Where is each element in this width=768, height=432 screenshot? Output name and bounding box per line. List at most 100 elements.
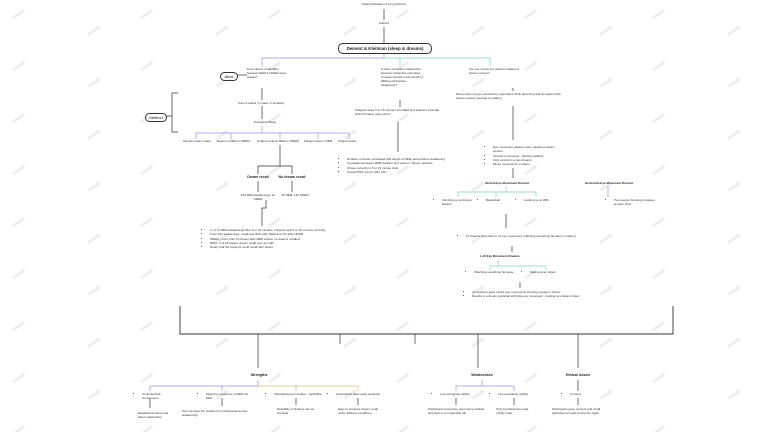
watermark-mark [395,320,410,332]
watermark-mark [471,181,485,192]
connector-line [262,132,350,139]
list-item: Climbing up and down ladders [442,198,482,207]
strength-4: Quantitative data easily analysed [332,392,388,396]
connector-line [280,165,293,174]
connector-line [455,380,483,391]
watermark-mark [87,25,101,36]
strength-1: Controlled lab environment [138,392,176,401]
list-item: Objective measures of REM via EEG [206,392,252,401]
connector-line [506,191,537,197]
list-item: 10 dreams were little or no eye movement… [466,234,606,238]
author-caption: Authors [378,21,390,25]
watermark-mark [11,372,26,384]
watermark-mark [267,268,282,280]
strengths-node[interactable]: Strengths [250,373,268,377]
watermark-mark [215,25,229,36]
aim-2-text: Is there a positive relationship between… [381,67,423,88]
connector-line [482,385,515,391]
watermark-mark [523,424,538,432]
watermark-mark [651,164,666,176]
strength-2: Objective measures of REM via EEG [202,392,252,401]
list-item: Two people throwing tomatoes at each oth… [614,198,658,207]
condition-4: Subject woke in REM [303,139,333,143]
watermark-mark [651,268,666,280]
watermark-mark [523,60,538,72]
horizontal-item-1: Two people throwing tomatoes at each oth… [610,198,658,207]
watermark-mark [523,216,538,228]
connector-line [384,57,401,66]
watermark-mark [471,389,485,400]
strength-3: Standardised procedure - replicable [270,392,328,396]
watermark-mark [139,268,154,280]
list-item: Looking up at cliffs [524,198,560,202]
watermark-mark [523,8,538,20]
watermark-mark [267,112,282,124]
aims-node[interactable]: Aims [220,72,238,81]
watermark-mark [343,389,357,400]
left-right-note: 10 dreams were little or no eye movement… [462,234,606,238]
watermark-mark [523,320,538,332]
watermark-mark [343,25,357,36]
weakness-1: Low ecological validity [436,392,484,396]
watermark-mark [599,77,613,88]
list-item: Low population validity [498,392,542,396]
weakness-2: Low population validity [494,392,542,396]
result-item: Vertical movements - climbing ladders [493,154,563,158]
connector-line [195,126,263,139]
watermark-mark [215,285,229,296]
left-results: 21 sessions gave mixed eye movements sho… [468,290,622,299]
result-item: Overall 83% correct (88 / 111) [347,170,475,174]
no-dream-recall-count: 39 REM, 149 NREM [281,193,309,197]
watermark-mark [11,216,26,228]
dream-recall-label: Dream recall [247,175,269,179]
method-procedure: Procedure/Study [253,120,277,124]
results-aim-3: Eye movement patterns were related to dr… [489,145,563,167]
source-caption: Patient Readers of Long Dreams [362,2,406,6]
watermark-mark [599,285,613,296]
list-item: Consent [570,392,600,396]
watermark-mark [523,268,538,280]
watermark-mark [599,129,613,140]
weaknesses-node[interactable]: Weaknesses [471,373,493,377]
aim-2-procedure: Subjects woke 5 or 15 minutes into REM a… [355,108,440,117]
watermark-mark [267,424,282,432]
watermark-mark [139,60,154,72]
watermark-mark [139,372,154,384]
watermark-mark [267,216,282,228]
weakness-note-2: Only 9 participants used, mostly male [496,407,530,416]
watermark-mark [651,8,666,20]
watermark-mark [11,8,26,20]
watermark-mark [727,181,741,192]
watermark-mark [87,129,101,140]
watermark-mark [599,389,613,400]
results-aim-2: Duration of dream correlated with length… [343,157,475,174]
ethical-issues-node[interactable]: Ethical issues [566,373,590,377]
vertical-item-1: Climbing up and down ladders [438,198,482,207]
watermark-mark [395,268,410,280]
watermark-mark [523,372,538,384]
horizontal-dreams-label: Horizontal Eye Movement Dreams [584,181,634,185]
method-node[interactable]: Method [145,113,167,122]
condition-2: Sleeps in REM or NREM [216,139,250,143]
strength-note-2: Can compare the results from participant… [182,409,248,418]
watermark-mark [215,129,229,140]
connector-line [257,145,281,174]
condition-3: Subject woke in REM or NREM [257,139,299,143]
aim-3-text: Are eye movement patterns related to dre… [469,67,520,76]
root-node[interactable]: Dement & Kleitman (sleep & dreams) [338,43,432,54]
result-item: Mixed movements in others [493,162,563,166]
watermark-mark [727,233,741,244]
watermark-mark [727,285,741,296]
watermark-mark [395,216,410,228]
strength-note-1: Established cause and effect relationshi… [138,411,169,420]
method-design: Uses 9 adults (7 males, 2 females) [238,101,285,105]
result-item: From 152 awakenings, recall was 80% afte… [210,232,346,236]
left-dreams-label: Left Eye Movement Dreams [480,254,520,258]
watermark-mark [395,60,410,72]
watermark-mark [343,181,357,192]
connector-line [165,92,178,117]
watermark-mark [395,164,410,176]
watermark-mark [343,285,357,296]
